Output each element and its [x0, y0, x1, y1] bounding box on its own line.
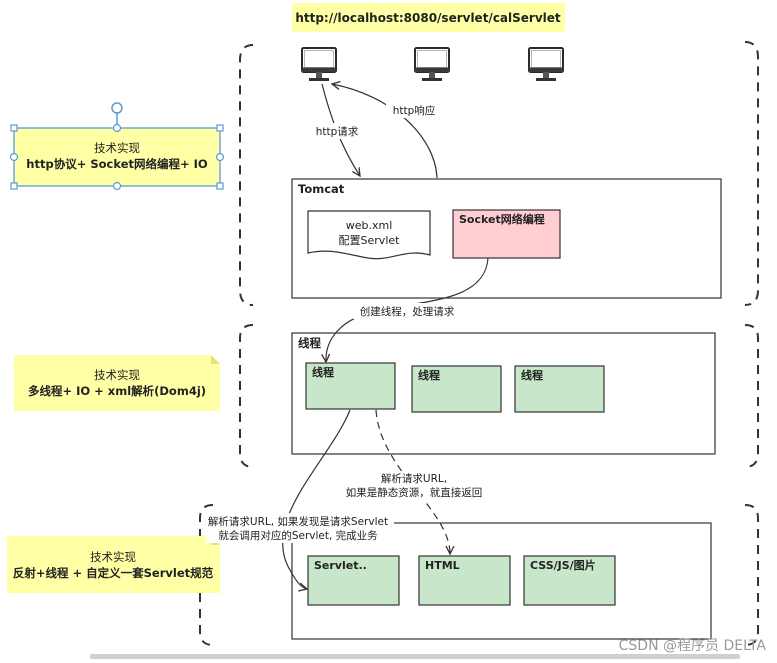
resize-handle[interactable] [9, 152, 19, 162]
url-text: http://localhost:8080/servlet/calServlet [295, 11, 561, 25]
rotate-handle[interactable] [111, 102, 123, 114]
note-body: 多线程+ IO + xml解析(Dom4j) [28, 384, 206, 398]
dashed-brackets [199, 41, 759, 646]
static-assets-label: CSS/JS/图片 [530, 558, 596, 572]
resize-handle[interactable] [112, 181, 122, 191]
note-title: 技术实现 [94, 368, 140, 382]
note-body: 反射+线程 + 自定义一套Servlet规范 [13, 566, 214, 580]
servlet-dispatch-arrow [282, 409, 351, 589]
note-body: http协议+ Socket网络编程+ IO [26, 157, 208, 171]
note-title: 技术实现 [90, 550, 136, 564]
bracket-right-bottom [744, 504, 759, 646]
bracket-left-bottom [199, 504, 214, 646]
note-title: 技术实现 [94, 141, 140, 155]
html-label: HTML [425, 559, 460, 572]
http-response-label: http响应 [393, 104, 436, 117]
resize-handle[interactable] [215, 152, 225, 162]
create-thread-label: 创建线程，处理请求 [360, 305, 455, 318]
resize-handle[interactable] [112, 123, 122, 133]
servlet-label: Servlet.. [314, 559, 367, 572]
http-response-arrow [332, 84, 438, 179]
static-resource-label: 解析请求URL, [381, 472, 447, 485]
thread-box: 线程 [305, 362, 396, 410]
thread-label: 线程 [312, 365, 334, 379]
resize-handle[interactable] [10, 124, 18, 132]
socket-label: Socket网络编程 [459, 212, 545, 226]
http-request-label: http请求 [316, 125, 359, 138]
bracket-right-mid [744, 324, 759, 468]
computer-icon [301, 47, 337, 82]
resize-handle[interactable] [216, 182, 224, 190]
resize-handle[interactable] [216, 124, 224, 132]
thread-pool-title: 线程 [298, 336, 321, 350]
thread-label: 线程 [418, 368, 440, 382]
servlet-dispatch-label: 解析请求URL, 如果发现是请求Servlet [208, 515, 388, 528]
watermark-text: CSDN @程序员 DELTA [619, 638, 767, 654]
bracket-left-mid [239, 324, 254, 468]
note-http-socket[interactable]: 技术实现 http协议+ Socket网络编程+ IO [9, 102, 225, 191]
servlet-box: Servlet.. [307, 555, 400, 606]
thread-box: 线程 [411, 365, 502, 413]
web-xml-document: web.xml 配置Servlet [307, 210, 431, 260]
url-note: http://localhost:8080/servlet/calServlet [292, 3, 565, 32]
computer-icon [414, 47, 450, 82]
servlet-dispatch-label: 就会调用对应的Servlet, 完成业务 [218, 529, 378, 542]
socket-box: Socket网络编程 [452, 209, 561, 259]
tomcat-title: Tomcat [298, 182, 345, 196]
doc-filename: web.xml [346, 219, 393, 232]
thread-label: 线程 [521, 368, 543, 382]
bracket-left-top [239, 44, 254, 306]
resize-handle[interactable] [10, 182, 18, 190]
horizontal-scrollbar[interactable] [90, 654, 740, 659]
static-assets-box: CSS/JS/图片 [523, 555, 616, 606]
computer-icon [528, 47, 564, 82]
static-resource-label: 如果是静态资源，就直接返回 [346, 486, 483, 499]
note-threads-xml: 技术实现 多线程+ IO + xml解析(Dom4j) [14, 355, 220, 411]
note-reflection-servlet: 技术实现 反射+线程 + 自定义一套Servlet规范 [7, 536, 220, 593]
bracket-right-top [744, 41, 759, 306]
html-box: HTML [418, 555, 511, 606]
doc-desc: 配置Servlet [339, 234, 401, 247]
thread-box: 线程 [514, 365, 605, 413]
